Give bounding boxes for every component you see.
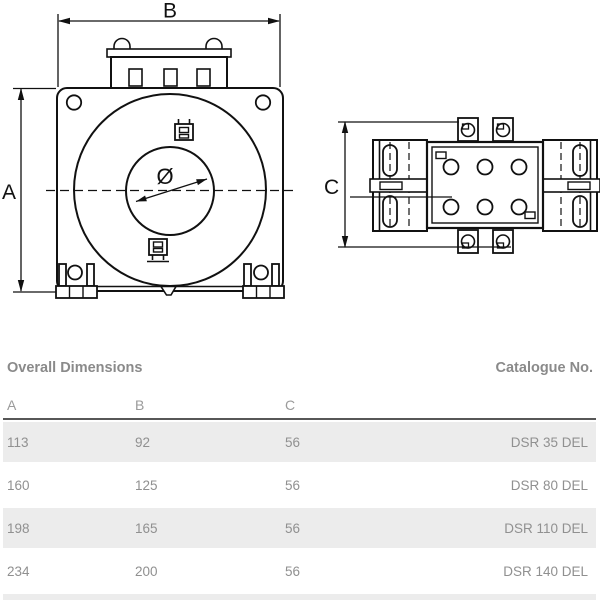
table-row: 198 165 56 DSR 110 DEL <box>3 508 596 548</box>
dim-label-b: B <box>163 0 177 23</box>
column-header-b: B <box>135 397 145 413</box>
cell-b: 165 <box>135 520 158 536</box>
table-row-partial <box>3 594 596 600</box>
terminal-block <box>106 37 232 89</box>
cell-a: 234 <box>7 563 30 579</box>
technical-drawing: B A <box>2 0 600 299</box>
mount-hole <box>254 94 272 111</box>
cell-catalogue: DSR 35 DEL <box>510 434 588 450</box>
table-column-headers: A B C <box>0 397 600 413</box>
cell-catalogue: DSR 140 DEL <box>503 563 588 579</box>
body-outline <box>56 87 284 292</box>
bottom-clip-symbol <box>147 238 169 263</box>
dim-label-c: C <box>324 176 339 199</box>
terminal-plate <box>425 140 545 230</box>
cell-b: 200 <box>135 563 158 579</box>
front-view-drawing: B A <box>2 0 295 299</box>
column-header-a: A <box>7 397 17 413</box>
dim-label-a: A <box>2 181 16 204</box>
left-foot <box>55 263 98 299</box>
table-row: 160 125 56 DSR 80 DEL <box>3 465 596 505</box>
catalogue-header: Catalogue No. <box>495 360 593 376</box>
mount-hole <box>65 94 83 111</box>
cell-c: 56 <box>285 563 301 579</box>
right-foot <box>242 263 285 299</box>
cell-c: 56 <box>285 434 301 450</box>
diameter-arrow <box>135 178 208 203</box>
top-terminal-tabs <box>457 117 514 142</box>
right-clamp-block <box>541 139 600 232</box>
bottom-terminal-tabs <box>457 229 514 254</box>
cell-a: 113 <box>7 434 29 450</box>
cell-a: 160 <box>7 477 30 493</box>
dimension-table: 113 92 56 DSR 35 DEL 160 125 56 DSR 80 D… <box>0 422 600 600</box>
diameter-label: Ø <box>156 164 173 189</box>
left-clamp-block <box>369 139 429 232</box>
section-title: Overall Dimensions <box>7 360 143 376</box>
column-header-c: C <box>285 397 296 413</box>
cell-c: 56 <box>285 477 301 493</box>
cell-b: 125 <box>135 477 158 493</box>
cell-catalogue: DSR 110 DEL <box>504 520 588 536</box>
side-view-drawing: C <box>324 117 600 254</box>
cell-a: 198 <box>7 520 30 536</box>
center-notch <box>159 285 178 296</box>
table-row: 234 200 56 DSR 140 DEL <box>3 551 596 591</box>
table-section-header: Overall Dimensions Catalogue No. <box>0 360 600 376</box>
cell-c: 56 <box>285 520 301 536</box>
table-rule <box>3 418 596 420</box>
cell-b: 92 <box>135 434 151 450</box>
top-clip-symbol <box>174 119 194 141</box>
cell-catalogue: DSR 80 DEL <box>510 477 588 493</box>
table-row: 113 92 56 DSR 35 DEL <box>3 422 596 462</box>
